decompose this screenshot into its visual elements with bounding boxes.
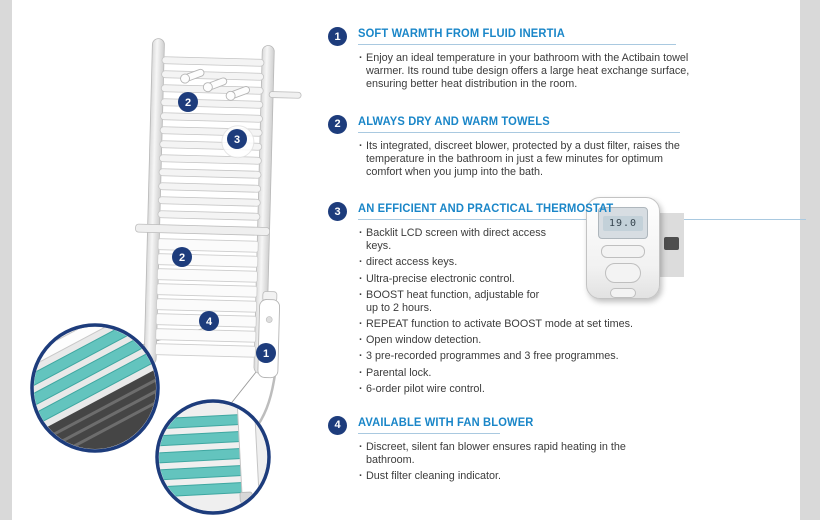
section-number: 4 [334, 419, 341, 432]
callout-badge-3: 3 [227, 129, 247, 149]
section-title: SOFT WARMTH FROM FLUID INERTIA [358, 28, 566, 40]
callout-badge-2-top: 2 [178, 92, 198, 112]
feature-bullet: Backlit LCD screen with direct access ke… [358, 227, 806, 253]
towel-bar [268, 91, 302, 99]
svg-text:4: 4 [206, 316, 213, 328]
brochure-page: 2 3 2 4 1 1 [12, 0, 806, 520]
title-rule [358, 44, 676, 45]
section-title: ALWAYS DRY AND WARM TOWELS [358, 115, 550, 128]
section-number-badge: 4 [328, 415, 347, 435]
section-number: 1 [334, 30, 341, 43]
section-number: 3 [334, 205, 341, 218]
section-dry-towels: 2 ALWAYS DRY AND WARM TOWELS Its integra… [328, 114, 806, 183]
section-number-badge: 2 [328, 114, 347, 134]
feature-bullet: 3 pre-recorded programmes and 3 free pro… [358, 350, 806, 363]
section-fluid-inertia: 1 SOFT WARMTH FROM FLUID INERTIA Enjoy a… [328, 26, 806, 95]
section-title: AN EFFICIENT AND PRACTICAL THERMOSTAT [358, 203, 614, 216]
towel-hooks [180, 68, 251, 101]
feature-list: 1 SOFT WARMTH FROM FLUID INERTIA Enjoy a… [328, 26, 806, 486]
feature-bullet: Parental lock. [358, 367, 806, 380]
feature-bullet: Ultra-precise electronic control. [358, 273, 806, 286]
section-thermostat: 3 19.0 AN EFFICIENT AND PRACTICAL THE [328, 197, 806, 399]
svg-text:1: 1 [263, 348, 269, 360]
callout-badge-4: 4 [199, 311, 219, 331]
feature-bullet: Discreet, silent fan blower ensures rapi… [358, 441, 668, 467]
feature-bullet: Enjoy an ideal temperature in your bathr… [358, 52, 694, 92]
inset-circle-tubes [155, 399, 271, 515]
title-rule [358, 219, 806, 221]
feature-bullet: REPEAT function to activate BOOST mode a… [358, 318, 806, 331]
title-rule [358, 432, 500, 434]
feature-bullet: 6-order pilot wire control. [358, 383, 806, 396]
radiator-panel [154, 238, 259, 358]
section-number-badge: 1 [328, 27, 347, 46]
title-rule [358, 131, 680, 133]
svg-text:3: 3 [234, 134, 240, 146]
feature-bullet: direct access keys. [358, 256, 806, 269]
callout-badge-2-mid: 2 [172, 247, 192, 267]
svg-text:2: 2 [185, 97, 191, 109]
feature-bullet: Open window detection. [358, 334, 806, 347]
towel-warmer-illustration: 2 3 2 4 1 [30, 38, 302, 515]
section-number-badge: 3 [328, 202, 347, 222]
section-title: AVAILABLE WITH FAN BLOWER [358, 416, 534, 429]
feature-bullet: BOOST heat function, adjustable for up t… [358, 289, 806, 315]
control-unit [257, 291, 281, 379]
svg-text:2: 2 [179, 252, 185, 264]
inset-circle-blower [30, 323, 160, 453]
feature-bullet: Its integrated, discreet blower, protect… [358, 140, 698, 180]
callout-badge-1: 1 [256, 343, 276, 363]
mid-bracket [135, 223, 270, 236]
section-fan-blower: 4 AVAILABLE WITH FAN BLOWER Discreet, si… [328, 415, 806, 487]
towel-warmer [135, 38, 302, 379]
feature-bullet: Dust filter cleaning indicator. [358, 470, 668, 483]
section-number: 2 [334, 118, 341, 131]
